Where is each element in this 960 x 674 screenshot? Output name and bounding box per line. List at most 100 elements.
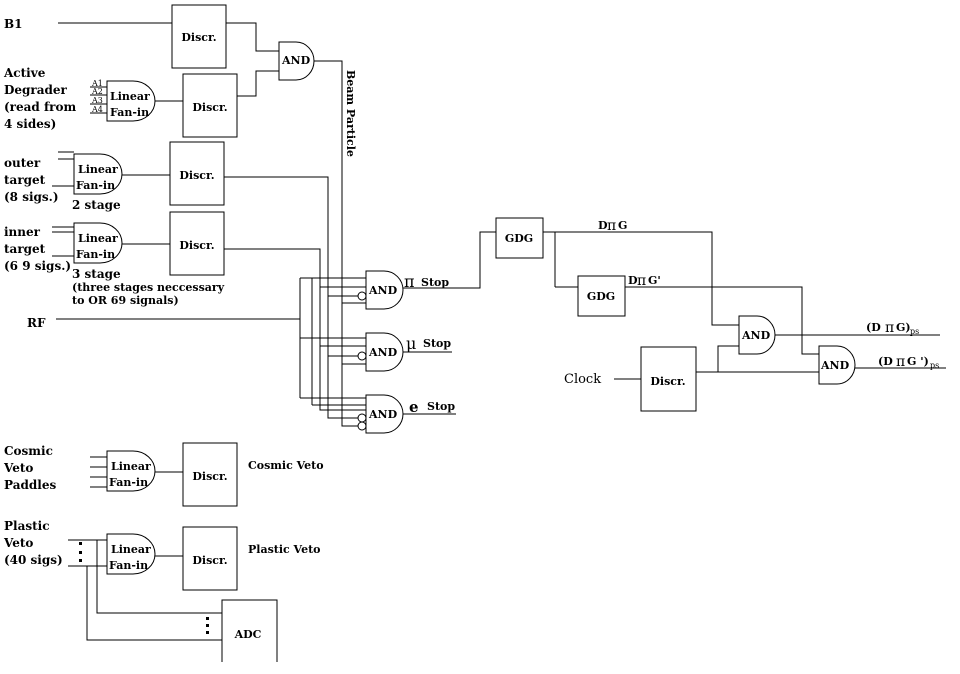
svg-text:π: π <box>885 320 894 336</box>
cosmic-discr-label: Discr. <box>192 470 227 483</box>
svg-text:to OR 69 signals): to OR 69 signals) <box>72 294 179 307</box>
degrader-fanin-label-2: Fan-in <box>110 106 149 119</box>
mu-stop-and-label: AND <box>368 346 398 359</box>
plastic-fanin-label-2: Fan-in <box>109 559 148 572</box>
e-stop-label: Stop <box>427 400 455 413</box>
svg-text:G): G) <box>896 321 911 334</box>
svg-text:(three stages neccessary: (three stages neccessary <box>72 281 225 294</box>
clock-discr-label: Discr. <box>650 375 685 388</box>
pi-stop-and-gate <box>365 270 404 310</box>
e-symbol: e <box>409 398 419 416</box>
svg-text:Paddles: Paddles <box>4 478 56 492</box>
dpig-ps-and-gate <box>738 315 776 355</box>
inner-fanin-gate <box>73 222 123 264</box>
adc-dot-3 <box>206 631 209 634</box>
svg-text:G: G <box>618 219 627 232</box>
outer-fanin-label: Linear <box>78 163 118 176</box>
svg-text:(6 9 sigs.): (6 9 sigs.) <box>4 259 71 273</box>
svg-text:Active: Active <box>3 66 46 80</box>
plastic-veto-label: Plastic Veto <box>248 543 321 556</box>
plastic-fanin-gate <box>106 533 156 575</box>
mu-stop-label: Stop <box>423 337 451 350</box>
svg-text:π: π <box>896 354 905 370</box>
outer-discriminator <box>169 141 225 206</box>
dpig-prime-ps-output-label: (D π G ') ps <box>878 354 939 370</box>
outer-discr-label: Discr. <box>179 169 214 182</box>
plastic-discriminator <box>182 526 238 591</box>
beam-and-label: AND <box>281 54 311 67</box>
svg-text:ps: ps <box>930 361 939 370</box>
inner-discr-label: Discr. <box>179 239 214 252</box>
degrader-label: Active Degrader (read from 4 sides) <box>3 66 76 131</box>
clock-label: Clock <box>564 372 601 387</box>
svg-text:D: D <box>628 274 638 287</box>
e-stop-and-label: AND <box>368 408 398 421</box>
b1-discr-label: Discr. <box>181 31 216 44</box>
svg-text:Plastic: Plastic <box>4 519 50 533</box>
gdg-1-label: GDG <box>505 232 533 245</box>
degrader-discriminator <box>182 73 238 138</box>
b1-discriminator <box>171 4 227 69</box>
adc-box <box>221 599 278 662</box>
svg-text:A2: A2 <box>91 87 103 96</box>
mu-symbol: μ <box>406 334 416 353</box>
e-stop-and-gate <box>365 394 404 434</box>
inner-stage-note: (three stages neccessary to OR 69 signal… <box>72 281 225 307</box>
pi-symbol: π <box>404 272 415 291</box>
gdg-2-box <box>577 275 626 317</box>
svg-text:Veto: Veto <box>3 536 33 550</box>
gdg-1-box <box>495 217 544 259</box>
cosmic-discriminator <box>182 442 238 507</box>
cosmic-veto-paddles-label: Cosmic Veto Paddles <box>3 444 56 492</box>
cosmic-fanin-label: Linear <box>111 460 151 473</box>
pi-stop-inverter <box>357 291 367 301</box>
cosmic-fanin-gate <box>106 450 156 492</box>
dpig-label: D π G <box>598 218 627 234</box>
outer-stage-label: 2 stage <box>72 198 121 212</box>
svg-text:outer: outer <box>4 156 41 170</box>
plastic-discr-label: Discr. <box>192 554 227 567</box>
e-stop-inverter-1 <box>357 413 367 423</box>
cosmic-fanin-label-2: Fan-in <box>109 476 148 489</box>
dpig-prime-ps-and-label: AND <box>820 359 850 372</box>
plastic-dot-3 <box>79 559 82 562</box>
pi-stop-and-label: AND <box>368 284 398 297</box>
plastic-dot-2 <box>79 551 82 554</box>
svg-text:(8 sigs.): (8 sigs.) <box>4 190 59 204</box>
dpig-ps-output-label: (D π G) ps <box>866 320 919 336</box>
clock-discriminator <box>640 346 697 412</box>
degrader-fanin-gate <box>106 80 156 122</box>
adc-dot-1 <box>206 617 209 620</box>
mu-stop-inverter <box>357 351 367 361</box>
inner-discriminator <box>169 211 225 276</box>
svg-text:A4: A4 <box>91 105 103 114</box>
pi-stop-label: Stop <box>421 276 449 289</box>
svg-text:(read from: (read from <box>4 100 76 114</box>
svg-text:π: π <box>607 218 616 234</box>
outer-fanin-label-2: Fan-in <box>76 179 115 192</box>
mu-stop-and-gate <box>365 332 404 372</box>
svg-text:G': G' <box>648 274 661 287</box>
plastic-veto-input-label: Plastic Veto (40 sigs) <box>3 519 63 567</box>
outer-target-label: outer target (8 sigs.) <box>4 156 59 204</box>
svg-text:target: target <box>4 173 46 187</box>
plastic-fanin-label: Linear <box>111 543 151 556</box>
rf-label: RF <box>27 316 46 330</box>
svg-text:(D: (D <box>878 355 893 368</box>
b1-label: B1 <box>4 17 23 31</box>
degrader-fanin-label: Linear <box>110 90 150 103</box>
beam-particle-label: Beam Particle <box>344 70 357 157</box>
dpig-prime-label: D π G' <box>628 273 661 289</box>
outer-fanin-gate <box>73 153 123 195</box>
dpig-prime-ps-and-gate <box>818 345 856 385</box>
svg-text:inner: inner <box>4 225 41 239</box>
svg-text:Cosmic: Cosmic <box>4 444 53 458</box>
svg-text:Degrader: Degrader <box>4 83 68 97</box>
svg-text:(D: (D <box>866 321 881 334</box>
svg-text:target: target <box>4 242 46 256</box>
inner-target-label: inner target (6 9 sigs.) <box>4 225 71 273</box>
beam-and-gate <box>278 41 315 81</box>
inner-stage-label: 3 stage <box>72 267 121 281</box>
